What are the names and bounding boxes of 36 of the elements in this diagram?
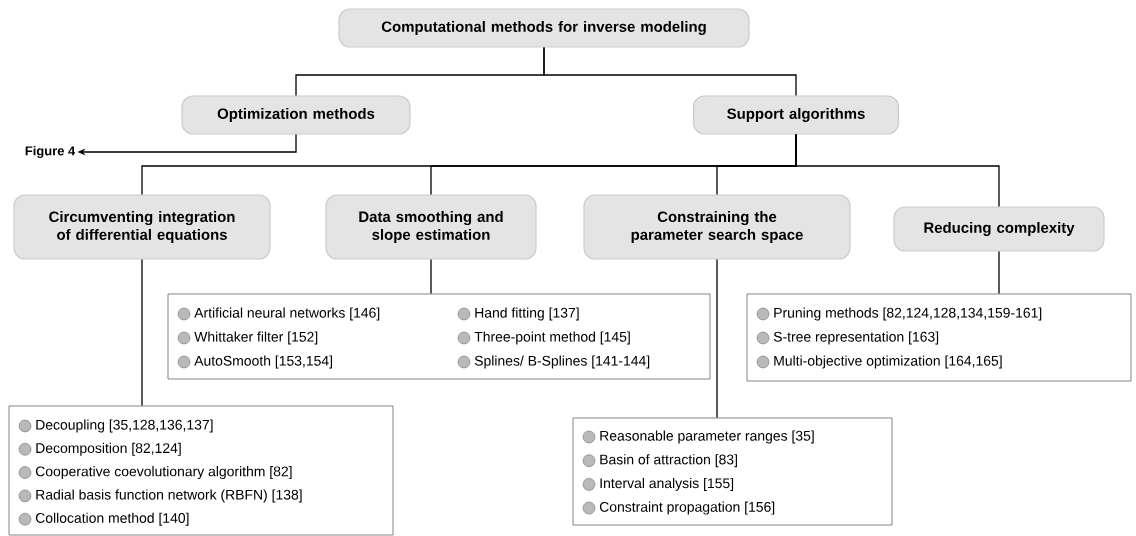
list-item: Radial basis function network (RBFN) [138] bbox=[18, 489, 302, 503]
category-box: Optimization methods bbox=[181, 95, 411, 135]
list-item: Whittaker filter [152] bbox=[177, 331, 318, 345]
list-item: Cooperative coevolutionary algorithm [82] bbox=[18, 466, 292, 480]
connector bbox=[716, 258, 718, 419]
list-item: Collocation method [140] bbox=[18, 512, 189, 526]
list-item: Constraint propagation [156] bbox=[582, 501, 775, 515]
connector bbox=[795, 133, 1000, 208]
category-box: Reducing complexity bbox=[893, 206, 1105, 252]
list-item: Decomposition [82,124] bbox=[18, 442, 181, 456]
connector bbox=[141, 258, 143, 407]
list-item: Artificial neural networks [146] bbox=[177, 307, 380, 321]
connector bbox=[543, 46, 797, 97]
category-box: Support algorithms bbox=[692, 95, 900, 135]
list-item: Interval analysis [155] bbox=[582, 477, 734, 491]
list-box bbox=[8, 405, 394, 536]
list-item: Pruning methods [82,124,128,134,159-161] bbox=[756, 307, 1042, 321]
list-box bbox=[746, 293, 1132, 382]
list-box bbox=[572, 417, 893, 526]
list-item: Three-point method [145] bbox=[457, 331, 630, 345]
category-box: Computational methods for inverse modeling bbox=[338, 8, 750, 48]
connector bbox=[998, 250, 1000, 295]
category-box: Constraining the parameter search space bbox=[583, 194, 851, 260]
list-item: Multi-objective optimization [164,165] bbox=[756, 355, 1002, 369]
list-item: Reasonable parameter ranges [35] bbox=[582, 430, 814, 444]
category-box: Circumventing integration of differential equations bbox=[13, 194, 271, 260]
list-item: Basin of attraction [83] bbox=[582, 454, 737, 468]
list-box bbox=[167, 293, 711, 380]
category-box: Data smoothing and slope estimation bbox=[325, 194, 537, 260]
list-item: Hand fitting [137] bbox=[457, 307, 579, 321]
list-item: AutoSmooth [153,154] bbox=[177, 355, 332, 369]
connector bbox=[430, 258, 432, 295]
list-item: Decoupling [35,128,136,137] bbox=[18, 419, 213, 433]
list-item: S-tree representation [163] bbox=[756, 331, 939, 345]
list-item: Splines/ B-Splines [141-144] bbox=[457, 355, 650, 369]
reference-label: Figure 4 bbox=[25, 145, 76, 159]
